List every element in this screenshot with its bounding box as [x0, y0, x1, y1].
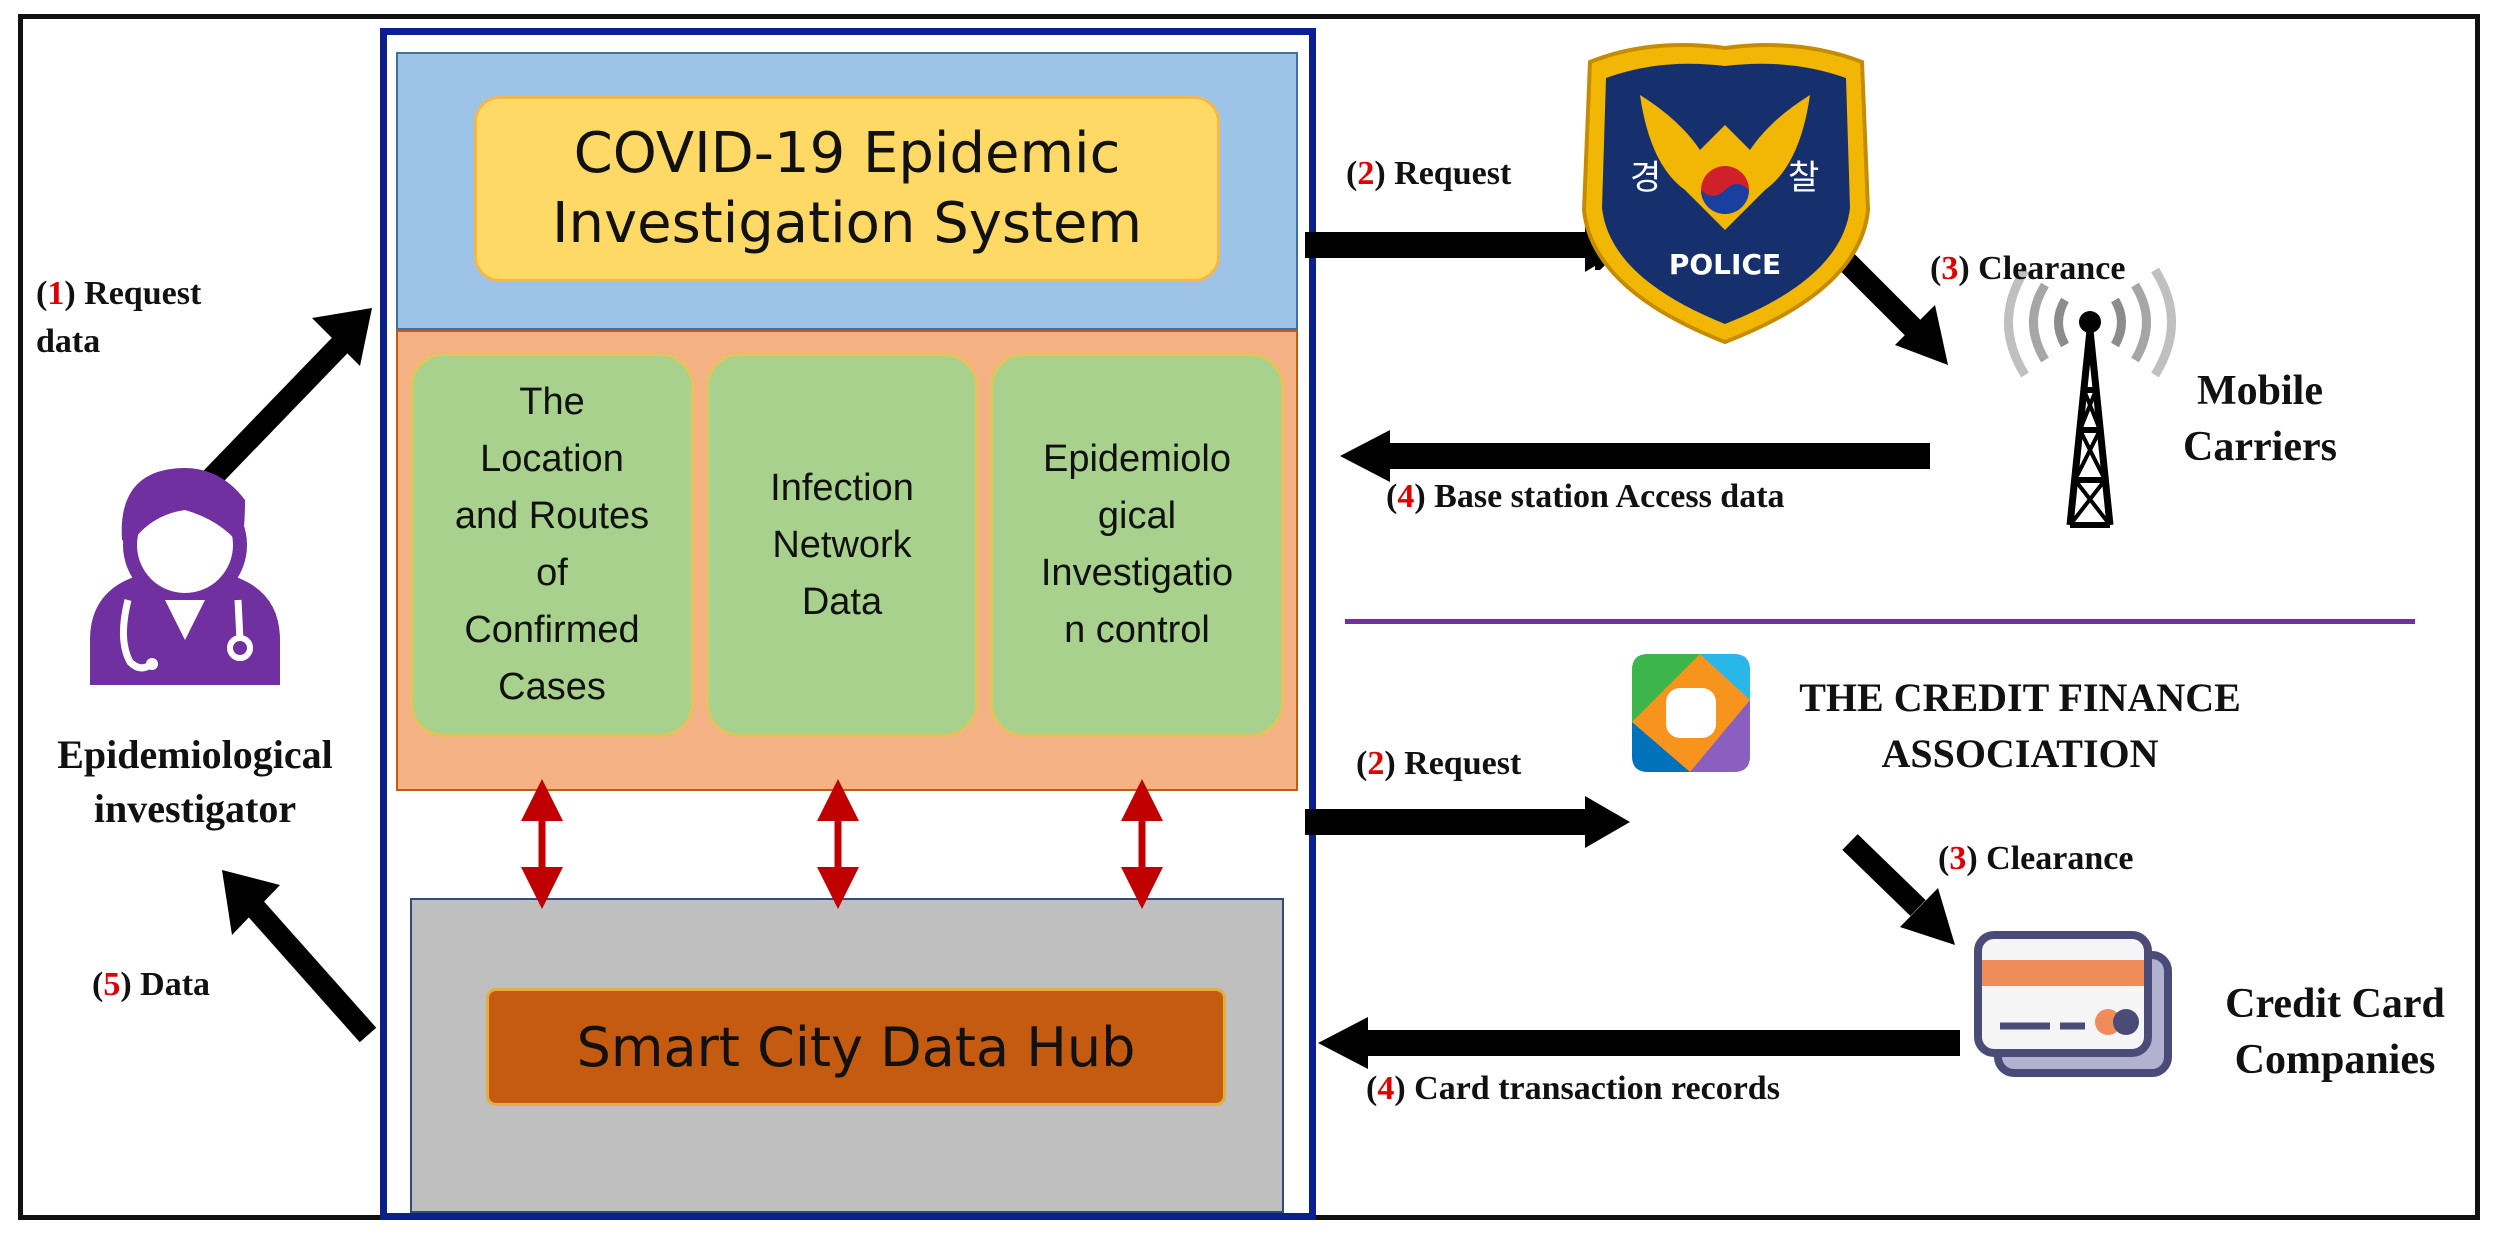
card-records-number: 4	[1377, 1070, 1395, 1107]
police-clearance-label: (3) Clearance	[1930, 250, 2126, 287]
module-investigation-control-label: Epidemiolo gical Investigatio n control	[1040, 438, 1234, 651]
base-station-data-label: (4) Base station Access data	[1386, 478, 1785, 515]
credit-request-text: Request	[1404, 745, 1522, 782]
smart-city-data-hub-label: Smart City Data Hub	[576, 1015, 1136, 1079]
investigator-label: Epidemiological investigator	[57, 732, 333, 831]
base-station-text: Base station Access data	[1434, 478, 1785, 515]
credit-card-companies-label: Credit Card Companies	[2225, 981, 2445, 1083]
card-records-text: Card transaction records	[1414, 1070, 1780, 1107]
module-location-routes-label: The Location and Routes of Confirmed Cas…	[454, 381, 650, 708]
credit-request-number: 2	[1367, 745, 1385, 782]
arrow-return-data	[222, 870, 377, 1043]
police-clearance-text: Clearance	[1978, 250, 2126, 287]
system-title: COVID-19 Epidemic Investigation System	[551, 121, 1143, 256]
flow-divider	[1345, 619, 2415, 624]
module-location-routes: The Location and Routes of Confirmed Cas…	[410, 353, 694, 737]
module-infection-network: Infection Network Data	[706, 353, 978, 737]
step1-text: Request data	[36, 275, 202, 360]
police-badge-label: POLICE	[1668, 248, 1782, 281]
police-badge-char-right: 찰	[1788, 158, 1820, 198]
arrow-request-data	[197, 308, 372, 493]
arrow-credit-request	[1305, 796, 1630, 848]
step1-number: 1	[47, 275, 65, 312]
arrow-base-station-data	[1340, 430, 1930, 482]
mobile-carriers-label: Mobile Carriers	[2183, 368, 2337, 470]
arrow-credit-clearance	[1842, 834, 1955, 945]
credit-request-label: (2) Request	[1356, 745, 1522, 782]
credit-clearance-label: (3) Clearance	[1938, 840, 2134, 877]
credit-finance-logo-icon	[1632, 654, 1750, 772]
police-badge-icon	[1581, 43, 1871, 345]
step5-number: 5	[103, 966, 121, 1003]
arrow-police-clearance	[1832, 247, 1948, 365]
credit-clearance-number: 3	[1949, 840, 1967, 877]
credit-card-icon	[1974, 931, 2172, 1077]
police-request-text: Request	[1394, 155, 1512, 192]
police-request-number: 2	[1357, 155, 1375, 192]
base-station-number: 4	[1397, 478, 1415, 515]
credit-association-label: THE CREDIT FINANCE ASSOCIATION	[1799, 675, 2241, 776]
step5-label: (5) Data	[92, 966, 211, 1003]
step5-text: Data	[140, 966, 211, 1003]
police-request-label: (2) Request	[1346, 155, 1512, 192]
credit-clearance-text: Clearance	[1986, 840, 2134, 877]
person-doctor-icon	[90, 468, 280, 685]
card-records-label: (4) Card transaction records	[1366, 1070, 1780, 1107]
arrow-police-request	[1305, 218, 1630, 272]
system-title-box: COVID-19 Epidemic Investigation System	[474, 96, 1220, 282]
police-badge-char-left: 경	[1630, 158, 1662, 198]
cell-tower-icon	[2004, 267, 2176, 528]
step1-label: (1) Request data	[36, 275, 202, 360]
module-investigation-control: Epidemiolo gical Investigatio n control	[990, 353, 1284, 737]
arrow-card-records	[1318, 1017, 1960, 1069]
module-infection-network-label: Infection Network Data	[770, 466, 914, 623]
smart-city-data-hub: Smart City Data Hub	[486, 988, 1226, 1106]
police-clearance-number: 3	[1941, 250, 1959, 287]
